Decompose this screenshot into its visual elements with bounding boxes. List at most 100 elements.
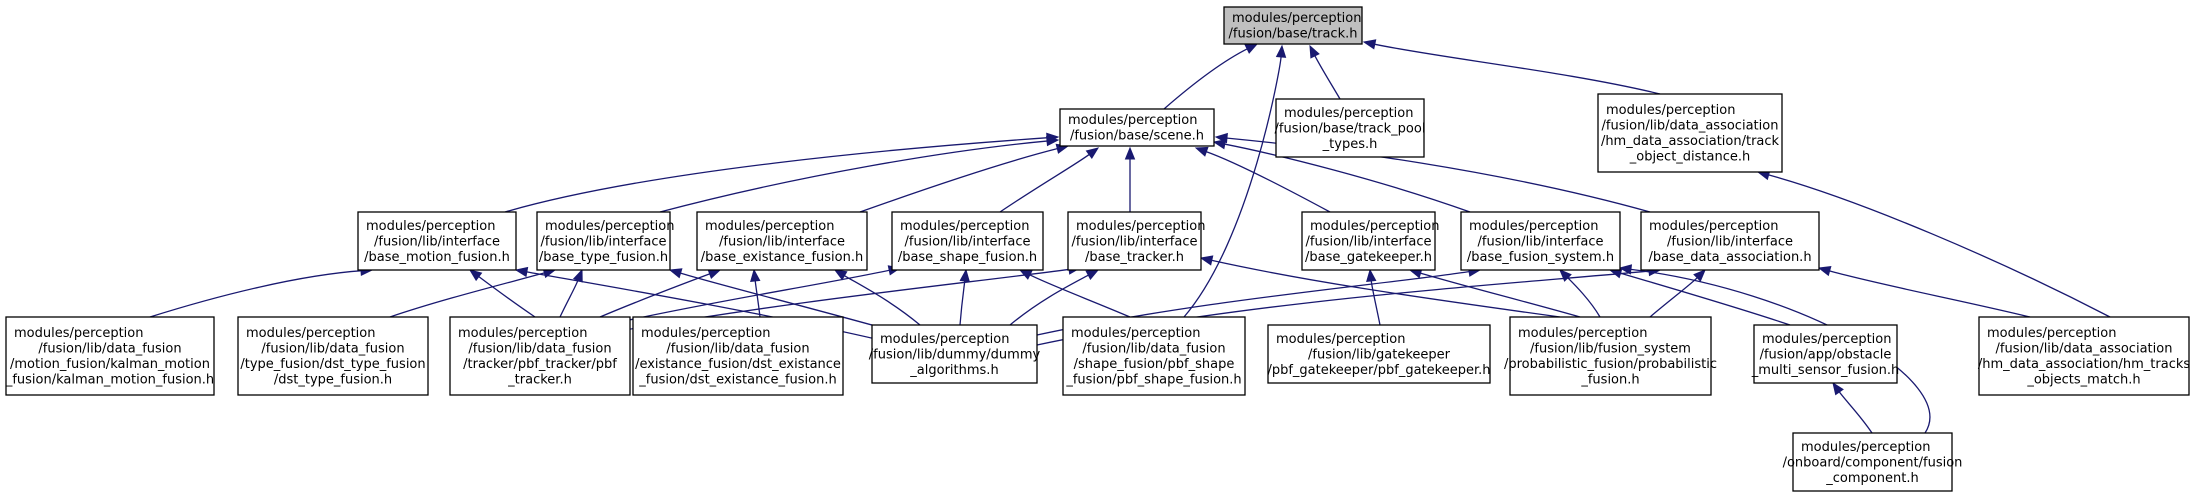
node-label-line: /pbf_gatekeeper/pbf_gatekeeper.h: [1267, 363, 1490, 378]
node-box: [1792, 432, 1953, 492]
edge-line: [1828, 270, 2031, 318]
node-label-line: _fusion/dst_existance_fusion.h: [638, 373, 836, 388]
node-label-line: _algorithms.h: [909, 363, 998, 378]
node-dummy-algorithms[interactable]: modules/perception/fusion/lib/dummy/dumm…: [869, 324, 1041, 384]
edge-line: [1313, 54, 1341, 100]
node-label-line: /base_motion_fusion.h: [364, 250, 510, 265]
node-box: [696, 211, 868, 271]
node-label-line: /fusion/lib/fusion_system: [1530, 342, 1691, 357]
node-label-line: modules/perception: [1232, 11, 1361, 26]
node-box: [1267, 324, 1491, 384]
node-label-line: /fusion/lib/gatekeeper: [1308, 347, 1451, 362]
node-label-line: modules/perception: [246, 326, 375, 341]
node-label-line: _types.h: [1322, 137, 1378, 152]
node-label-line: modules/perception: [1076, 219, 1205, 234]
node-fusion-component[interactable]: modules/perception/onboard/component/fus…: [1783, 432, 1963, 492]
node-label-line: modules/perception: [900, 219, 1029, 234]
node-obstacle-multi-sensor-fusion[interactable]: modules/perception/fusion/app/obstacle_m…: [1751, 324, 1900, 384]
node-base-fusion-system[interactable]: modules/perception/fusion/lib/interface/…: [1460, 211, 1621, 271]
edge-line: [1205, 150, 1331, 213]
node-label-line: _fusion.h: [1580, 373, 1639, 388]
node-label-line: /fusion/base/track_pool: [1275, 121, 1426, 136]
node-box: [357, 211, 517, 271]
arrowhead-icon: [1618, 264, 1633, 275]
edge-line: [1370, 279, 1381, 326]
edge-base_gatekeeper-to-scene: [1194, 146, 1331, 213]
nodes-layer: modules/perception/fusion/base/track.hmo…: [5, 6, 2191, 492]
node-label-line: modules/perception: [1068, 113, 1197, 128]
edge-line: [959, 279, 966, 326]
node-track-object-distance[interactable]: modules/perception/fusion/lib/data_assoc…: [1597, 93, 1783, 173]
node-base-data-association[interactable]: modules/perception/fusion/lib/interface/…: [1640, 211, 1820, 271]
node-dst-existance-fusion[interactable]: modules/perception/fusion/lib/data_fusio…: [632, 316, 844, 396]
node-box: [1059, 108, 1215, 147]
node-label-line: /probabilistic_fusion/probabilistic: [1504, 357, 1717, 372]
node-label-line: /base_tracker.h: [1085, 250, 1184, 265]
edge-line: [599, 272, 711, 318]
arrowhead-icon: [668, 268, 683, 279]
edge-line: [843, 274, 921, 326]
edge-line: [679, 272, 891, 331]
edge-pbf_tracker-to-base_motion_fusion: [468, 269, 536, 318]
node-label-line: modules/perception: [1071, 326, 1200, 341]
node-label-line: modules/perception: [705, 219, 834, 234]
node-label-line: modules/perception: [1310, 219, 1439, 234]
node-label-line: /fusion/lib/data_fusion: [468, 342, 611, 357]
edge-line: [149, 270, 363, 318]
edge-base_existance_fusion-to-scene: [859, 143, 1070, 213]
edge-line: [504, 137, 1049, 213]
node-label-line: _multi_sensor_fusion.h: [1751, 363, 1900, 378]
node-label-line: modules/perception: [880, 332, 1009, 347]
arrowhead-icon: [707, 269, 722, 279]
arrowhead-icon: [750, 268, 761, 283]
edge-line: [1225, 137, 1651, 213]
edge-base_shape_fusion-to-scene: [999, 147, 1100, 213]
edge-line: [1028, 273, 1131, 318]
edge-line: [859, 147, 1059, 213]
node-label-line: /fusion/lib/interface: [1306, 234, 1432, 249]
node-track-pool-types[interactable]: modules/perception/fusion/base/track_poo…: [1275, 98, 1426, 158]
node-kalman-motion-fusion[interactable]: modules/perception/fusion/lib/data_fusio…: [5, 316, 215, 396]
node-probabilistic-fusion[interactable]: modules/perception/fusion/lib/fusion_sys…: [1504, 316, 1717, 396]
node-box: [237, 316, 429, 396]
node-base-motion-fusion[interactable]: modules/perception/fusion/lib/interface/…: [357, 211, 517, 271]
node-label-line: /fusion/lib/data_fusion: [38, 342, 181, 357]
node-label-line: /fusion/lib/interface: [1667, 234, 1793, 249]
edge-line: [1838, 390, 1873, 434]
node-box: [1275, 98, 1425, 158]
node-hm-tracks-objects-match[interactable]: modules/perception/fusion/lib/data_assoc…: [1978, 316, 2191, 396]
edge-dst_type_fusion-to-base_type_fusion: [389, 267, 557, 318]
node-label-line: _object_distance.h: [1629, 150, 1751, 165]
node-label-line: /fusion/lib/interface: [1072, 234, 1198, 249]
node-base-gatekeeper[interactable]: modules/perception/fusion/lib/interface/…: [1301, 211, 1439, 271]
arrowhead-icon: [1817, 266, 1832, 277]
node-label-line: /fusion/app/obstacle: [1760, 347, 1892, 362]
node-pbf-tracker[interactable]: modules/perception/fusion/lib/data_fusio…: [449, 316, 631, 396]
edge-line: [1619, 272, 1791, 326]
node-scene[interactable]: modules/perception/fusion/base/scene.h: [1059, 108, 1215, 147]
edge-line: [389, 272, 546, 318]
node-base-tracker[interactable]: modules/perception/fusion/lib/interface/…: [1067, 211, 1205, 271]
node-box: [5, 316, 215, 396]
edge-line: [1373, 43, 1661, 95]
edge-line: [659, 140, 1049, 213]
edge-pbf_tracker-to-base_existance_fusion: [599, 269, 722, 318]
node-pbf-shape-fusion[interactable]: modules/perception/fusion/lib/data_fusio…: [1062, 316, 1246, 396]
node-dst-type-fusion[interactable]: modules/perception/fusion/lib/data_fusio…: [237, 316, 429, 396]
node-label-line: /hm_data_association/track: [1601, 134, 1780, 149]
arrowhead-icon: [1085, 269, 1100, 281]
node-base-existance-fusion[interactable]: modules/perception/fusion/lib/interface/…: [696, 211, 868, 271]
node-track: modules/perception/fusion/base/track.h: [1223, 6, 1363, 45]
node-label-line: _fusion/pbf_shape_fusion.h: [1065, 373, 1241, 388]
edge-pbf_shape_fusion-to-track: [1183, 44, 1287, 318]
node-base-type-fusion[interactable]: modules/perception/fusion/lib/interface/…: [536, 211, 674, 271]
arrowhead-icon: [572, 268, 583, 283]
edge-line: [1419, 272, 1581, 318]
node-pbf-gatekeeper[interactable]: modules/perception/fusion/lib/gatekeeper…: [1267, 324, 1491, 384]
node-label-line: _fusion/kalman_motion_fusion.h: [5, 373, 214, 388]
edge-line: [1649, 276, 1699, 318]
edge-pbf_shape_fusion-to-base_shape_fusion: [1018, 269, 1131, 318]
node-base-shape-fusion[interactable]: modules/perception/fusion/lib/interface/…: [891, 211, 1044, 271]
edge-track_object_distance-to-track: [1362, 39, 1661, 95]
arrowhead-icon: [1309, 44, 1320, 59]
